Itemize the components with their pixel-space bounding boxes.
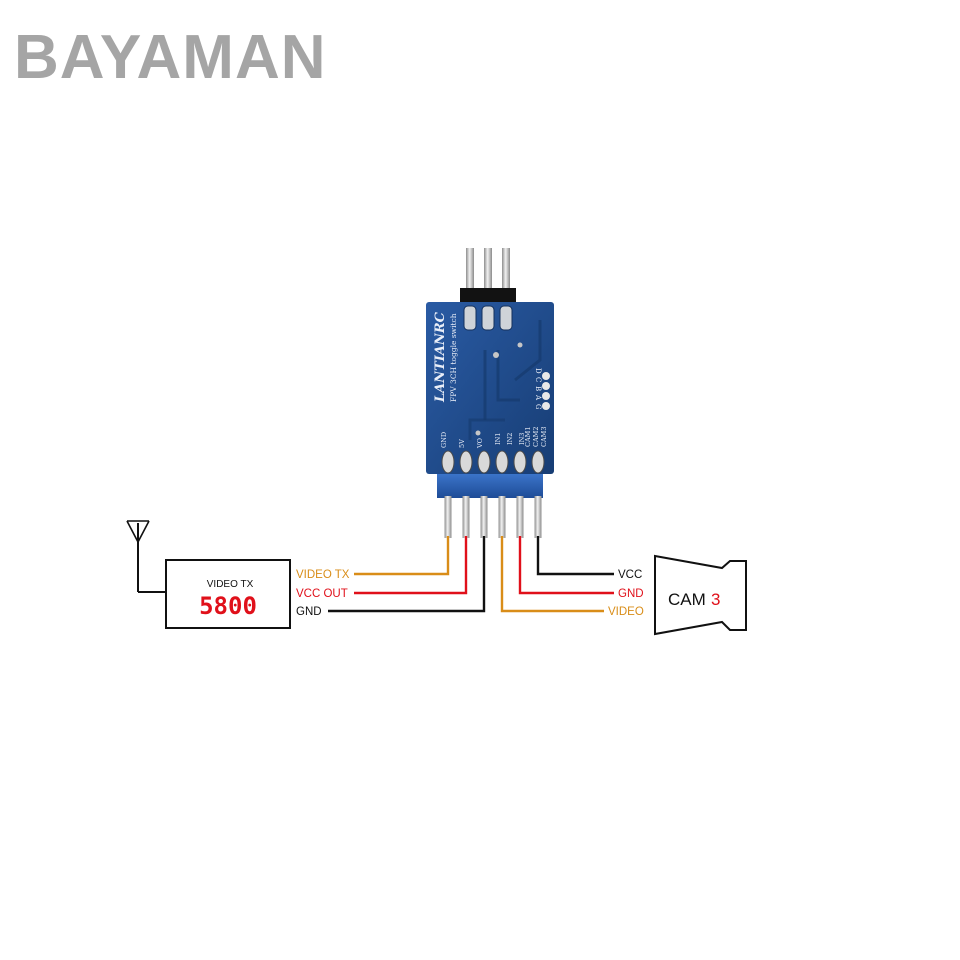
side-pin-label: A (534, 394, 542, 401)
bottom-pin-label: 5V (458, 439, 466, 448)
bottom-pin (534, 496, 542, 538)
bottom-pin (480, 496, 488, 538)
solder-joint (531, 450, 545, 474)
bottom-pin-label: IN2 (506, 433, 514, 445)
right-wire-labels: VCC GND VIDEO (608, 569, 644, 618)
side-pin-label: B (534, 386, 542, 391)
board-model: FPV 3CH toggle switch (449, 313, 458, 402)
bottom-pin-header (437, 474, 543, 538)
wire-gnd-right (518, 536, 614, 595)
camera-label: CAM (668, 590, 706, 609)
solder-joint (477, 450, 491, 474)
bottom-pin-label: GND (440, 432, 448, 448)
label-vcc-out: VCC OUT (296, 588, 348, 600)
solder-joint (459, 450, 473, 474)
bottom-pin-label: CAM1 (524, 427, 532, 447)
video-tx-module: VIDEO TX 5800 (126, 520, 291, 629)
solder-joints (441, 450, 545, 474)
label-gnd-right: GND (618, 588, 644, 600)
side-pad-column (542, 372, 550, 410)
video-tx-title: VIDEO TX (207, 579, 254, 590)
wire-video-tx (354, 536, 450, 576)
label-gnd-left: GND (296, 606, 322, 618)
solder-joint (495, 450, 509, 474)
side-pin-label: C (534, 377, 542, 382)
label-video-right: VIDEO (608, 606, 644, 618)
video-tx-display: 5800 (199, 592, 257, 620)
side-pin-label: G (534, 404, 542, 410)
wires (328, 536, 614, 613)
antenna-icon (126, 520, 166, 593)
wire-vcc-right (536, 536, 614, 576)
bottom-pin-label: IN3 (518, 433, 526, 445)
board-brand: LANTIANRC (433, 311, 448, 403)
camera-module: CAM 3 (654, 554, 747, 636)
wire-video-right (500, 536, 604, 613)
solder-joint (513, 450, 527, 474)
watermark-text: BAYAMAN (14, 23, 327, 92)
solder-joint (441, 450, 455, 474)
bottom-pin-label: IN1 (494, 433, 502, 445)
label-video-tx: VIDEO TX (296, 569, 350, 581)
top-pin-header (460, 248, 516, 306)
label-vcc-right: VCC (618, 569, 642, 581)
bottom-pin (516, 496, 524, 538)
camera-number: 3 (711, 590, 720, 609)
left-wire-labels: VIDEO TX VCC OUT GND (296, 569, 350, 618)
bottom-pin-label: CAM3 (540, 427, 548, 447)
bottom-pin (462, 496, 470, 538)
wire-gnd-left (328, 536, 486, 613)
bottom-pin-label: CAM2 (532, 427, 540, 447)
side-pin-label: D (534, 368, 542, 374)
camera-icon (654, 554, 747, 636)
bottom-pin-label: VO (476, 438, 484, 449)
wire-vcc-out (354, 536, 468, 595)
bottom-pin (444, 496, 452, 538)
bottom-pin (498, 496, 506, 538)
